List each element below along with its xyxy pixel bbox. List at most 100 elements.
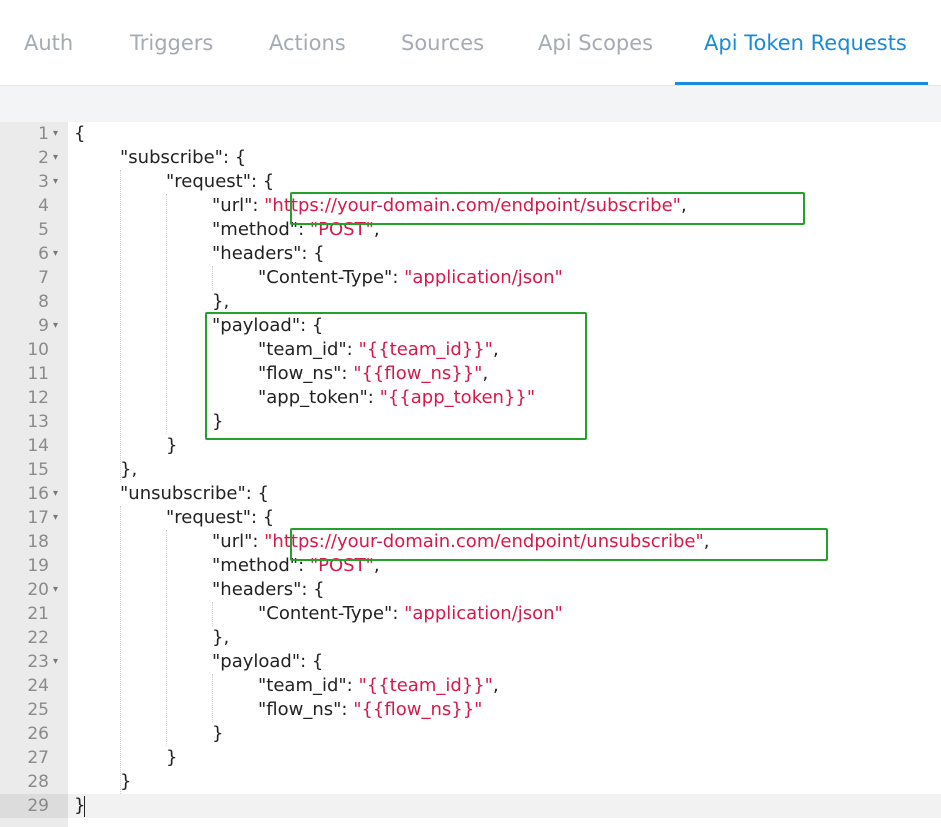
tab-actions[interactable]: Actions [269, 31, 346, 55]
string-token: "POST" [309, 555, 374, 576]
string-token: "{{flow_ns}}" [353, 699, 483, 720]
code-token: , [703, 531, 710, 552]
line-number: 26 [27, 724, 49, 744]
code-token: "request": { [166, 171, 275, 192]
line-number: 28 [27, 772, 49, 792]
line-number: 16 [27, 484, 49, 504]
indent-guide [212, 674, 213, 722]
active-line-highlight [68, 794, 941, 818]
code-line: } [166, 746, 177, 770]
string-token: "{{team_id}}" [358, 675, 493, 696]
string-token: "{{app_token}}" [379, 387, 536, 408]
line-number: 27 [27, 748, 49, 768]
line-number: 22 [27, 628, 49, 648]
code-token: "Content-Type": [258, 267, 405, 288]
fold-toggle-icon[interactable]: ▾ [53, 320, 59, 331]
line-number: 3 [38, 172, 49, 192]
indent-guide [212, 266, 213, 290]
line-number: 8 [38, 292, 49, 312]
code-token: }, [212, 627, 230, 648]
code-token: "headers": { [212, 243, 325, 264]
line-number: 15 [27, 460, 49, 480]
tab-sources[interactable]: Sources [401, 31, 485, 55]
tab-bar: Auth Triggers Actions Sources Api Scopes… [0, 0, 941, 86]
line-number: 25 [27, 700, 49, 720]
string-token: "https://your-domain.com/endpoint/unsubs… [264, 531, 704, 552]
line-number: 9 [38, 316, 49, 336]
code-line: "unsubscribe": { [120, 482, 269, 506]
code-token: }, [212, 291, 230, 312]
code-line: "method": "POST", [212, 554, 380, 578]
code-line: { [74, 122, 85, 146]
fold-toggle-icon[interactable]: ▾ [53, 488, 59, 499]
tab-api-token-requests[interactable]: Api Token Requests [704, 31, 907, 55]
string-token: "{{team_id}}" [358, 339, 493, 360]
code-token: "unsubscribe": { [120, 483, 270, 504]
line-number: 10 [27, 340, 49, 360]
line-number: 1 [38, 124, 49, 144]
line-number: 23 [27, 652, 49, 672]
code-line: } [212, 410, 223, 434]
code-line: "flow_ns": "{{flow_ns}}" [258, 698, 482, 722]
code-token: } [212, 411, 224, 432]
fold-toggle-icon[interactable]: ▾ [53, 128, 59, 139]
code-token: "Content-Type": [258, 603, 405, 624]
code-line: "Content-Type": "application/json" [258, 602, 563, 626]
line-number: 14 [27, 436, 49, 456]
line-number: 17 [27, 508, 49, 528]
code-token: , [492, 675, 499, 696]
code-token: { [74, 123, 86, 144]
code-token: , [680, 195, 687, 216]
line-number: 18 [27, 532, 49, 552]
code-line: "request": { [166, 170, 274, 194]
code-line: "method": "POST", [212, 218, 380, 242]
code-line: }, [120, 458, 137, 482]
code-line: "request": { [166, 506, 274, 530]
fold-toggle-icon[interactable]: ▾ [53, 512, 59, 523]
fold-toggle-icon[interactable]: ▾ [53, 152, 59, 163]
code-line: "payload": { [212, 314, 323, 338]
active-tab-indicator [675, 82, 928, 85]
indent-guide [120, 170, 121, 482]
fold-toggle-icon[interactable]: ▾ [53, 656, 59, 667]
line-number: 19 [27, 556, 49, 576]
line-number: 2 [38, 148, 49, 168]
fold-toggle-icon[interactable]: ▾ [53, 176, 59, 187]
code-token: "headers": { [212, 579, 325, 600]
code-line: "team_id": "{{team_id}}", [258, 338, 499, 362]
json-code-editor[interactable]: 1▾{2▾"subscribe": {3▾"request": {4"url":… [0, 122, 941, 827]
code-token: , [492, 339, 499, 360]
line-number-gutter [0, 122, 68, 827]
line-number: 21 [27, 604, 49, 624]
line-number: 5 [38, 220, 49, 240]
code-token: "payload": { [212, 315, 324, 336]
code-token: "team_id": [258, 675, 359, 696]
code-line: "url": "https://your-domain.com/endpoint… [212, 194, 687, 218]
code-token: "request": { [166, 507, 275, 528]
fold-toggle-icon[interactable]: ▾ [53, 584, 59, 595]
code-line: }, [212, 290, 229, 314]
indent-guide [166, 194, 167, 434]
string-token: "application/json" [404, 267, 563, 288]
indent-guide [212, 602, 213, 626]
code-line: } [212, 722, 223, 746]
active-line-gutter-highlight [0, 794, 68, 818]
code-token: "url": [212, 195, 265, 216]
code-line: } [120, 770, 131, 794]
code-token: "app_token": [258, 387, 380, 408]
code-token: } [212, 723, 224, 744]
code-token: } [166, 435, 178, 456]
code-token: } [120, 771, 132, 792]
code-line: "headers": { [212, 578, 325, 602]
code-line: "headers": { [212, 242, 325, 266]
line-number: 7 [38, 268, 49, 288]
tab-auth[interactable]: Auth [24, 31, 74, 55]
string-token: "application/json" [404, 603, 563, 624]
tab-api-scopes[interactable]: Api Scopes [538, 31, 654, 55]
tab-triggers[interactable]: Triggers [130, 31, 214, 55]
line-number: 13 [27, 412, 49, 432]
code-token: "url": [212, 531, 265, 552]
code-token: , [373, 555, 380, 576]
fold-toggle-icon[interactable]: ▾ [53, 248, 59, 259]
indent-guide [120, 506, 121, 794]
